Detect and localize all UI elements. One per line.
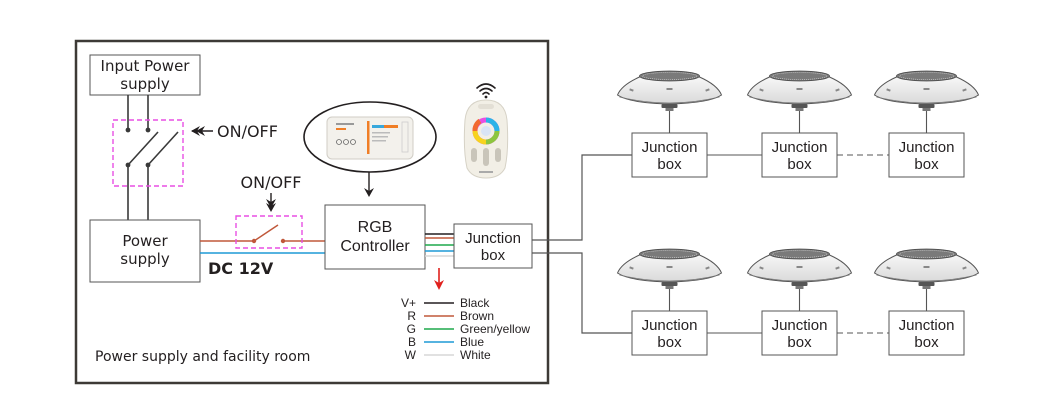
junction-box-label-line1: Junction [642,139,698,156]
junction-box [631,310,708,356]
pool-light-icon [747,70,852,112]
secondary-switch-box [235,215,303,249]
junction-box-label-line1: Junction [772,139,828,156]
junction-box-label-line1: Junction [899,139,955,156]
legend-code: R [407,309,416,323]
junction-box [888,132,965,178]
junction-box [888,310,965,356]
power-supply-box: Power supply [89,219,201,283]
junction-box-label-line2: box [787,334,812,351]
facility-junction-label-line1: Junction [465,230,521,247]
junction-box-label-line1: Junction [899,317,955,334]
legend-color-name: Black [460,296,490,310]
main-power-wires [127,95,179,220]
legend-code: W [405,348,417,362]
junction-box-label-line2: box [787,156,812,173]
power-supply-label-line2: supply [120,250,170,268]
pool-light-icon [747,248,852,290]
pool-light-icon [874,248,979,290]
legend-color-name: Blue [460,335,484,349]
junction-box [761,310,838,356]
junction-box-label-line2: box [914,156,939,173]
junction-box [761,132,838,178]
secondary-switch-arrow [266,193,276,212]
legend-color-name: Green/yellow [460,322,530,336]
voltage-label: DC 12V [208,259,274,278]
legend-row: V+ Black [401,296,490,310]
pool-light-icon [617,70,722,112]
legend-row: R Brown [407,309,494,323]
junction-box-label-line2: box [914,334,939,351]
main-switch-arrow [191,126,213,136]
legend-row: B Blue [408,335,484,349]
secondary-switch-label: ON/OFF [241,173,302,192]
rgb-controller-label-line2: Controller [340,238,410,255]
facility-room-frame [74,39,550,385]
legend-arrow [434,268,444,290]
main-switch-box [112,119,184,187]
rgb-controller-label-line1: RGB [358,219,393,236]
legend-code: V+ [401,296,416,310]
facility-room-caption: Power supply and facility room [95,349,310,365]
legend-row: G Green/yellow [407,322,531,336]
wifi-icon [476,83,496,99]
rgb-controller-box: RGB Controller [324,204,426,270]
legend-code: B [408,335,416,349]
remote-control-icon [463,99,509,179]
rgb-output-wires [425,233,454,257]
facility-junction-label-line2: box [481,247,506,264]
legend-row: W White [405,348,491,362]
junction-box-label-line1: Junction [642,317,698,334]
legend-color-name: White [460,348,491,362]
input-power-supply-box: Input Power supply [89,54,201,96]
junction-box-label-line2: box [657,334,682,351]
input-power-supply-label-line2: supply [120,75,170,93]
pool-light-icon [874,70,979,112]
legend-color-name: Brown [460,309,494,323]
input-power-supply-label-line1: Input Power [101,57,191,75]
pool-light-rows: JunctionboxJunctionboxJunctionboxJunctio… [617,70,979,356]
main-switch-label: ON/OFF [217,122,278,141]
facility-junction-box: Junction box [453,223,533,269]
junction-box-label-line2: box [657,156,682,173]
controller-arrow [364,172,374,197]
pool-light-icon [617,248,722,290]
legend-code: G [407,322,416,336]
dc-wires [200,224,325,254]
junction-box-label-line1: Junction [772,317,828,334]
pool-trunk-wires [532,154,632,334]
power-supply-label-line1: Power [122,232,168,250]
controller-device-icon [303,101,437,173]
